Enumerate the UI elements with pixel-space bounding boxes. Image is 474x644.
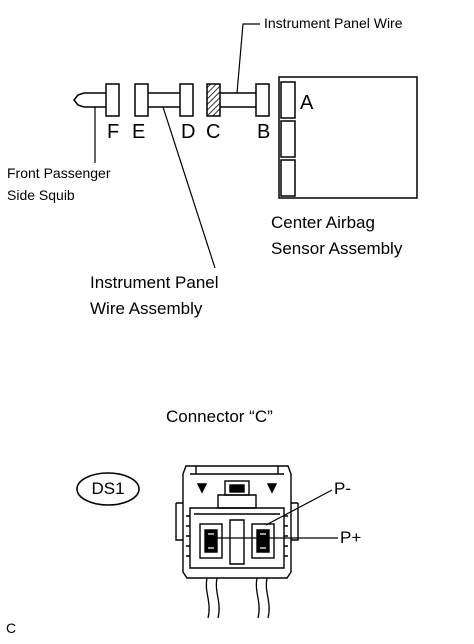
connector-title: Connector “C” [166,407,273,426]
center-airbag-sensor-body [278,76,418,199]
leader-instrument-panel-wire [236,23,260,94]
sensor-connector-a [280,81,296,119]
sensor-connector-2 [280,120,296,158]
label-p-minus: P- [334,479,351,498]
label-pin-d: D [181,121,196,143]
label-pin-b: B [257,121,271,143]
connector-e [134,83,149,117]
sensor-connector-3 [280,159,296,197]
ds1-badge-text: DS1 [91,479,125,498]
ds1-badge-outline [76,472,140,506]
connector-b [255,83,270,117]
connector-c-illustration [175,465,299,579]
connector-d [179,83,194,117]
connector-f [105,83,120,117]
leader-ip-wire-assembly [162,106,216,269]
connector-c [206,83,221,117]
label-center-airbag-line2: Sensor Assembly [271,239,403,258]
label-center-airbag-line1: Center Airbag [271,213,375,232]
label-instrument-panel-wire: Instrument Panel Wire [264,15,403,31]
label-pin-a: A [300,92,314,114]
label-ip-wire-assembly-line2: Wire Assembly [90,299,203,318]
figure-code: C [6,620,17,636]
label-ip-wire-assembly-line1: Instrument Panel [90,273,219,292]
label-front-passenger-line1: Front Passenger [7,165,111,181]
leader-p-minus [265,489,333,526]
squib-end-tip [73,92,85,108]
label-pin-e: E [132,121,146,143]
label-pin-c: C [206,121,221,143]
connector-wires [205,577,270,619]
label-pin-f: F [107,121,120,143]
label-front-passenger-line2: Side Squib [7,187,75,203]
label-p-plus: P+ [340,528,362,547]
